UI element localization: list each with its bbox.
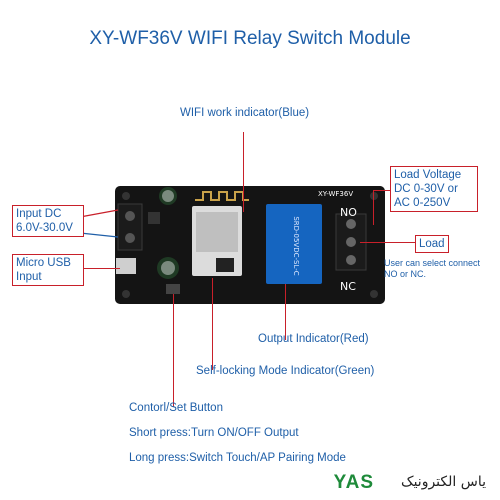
leader-selflock-v — [212, 278, 213, 370]
relay-text: SRD-05VDC-SL-C — [292, 216, 300, 275]
select-note-line1: User can select connect — [384, 258, 481, 268]
brand-logo-latin: YAS — [333, 472, 374, 493]
board-label: XY-WF36V — [318, 190, 353, 198]
leader-load-h — [360, 242, 415, 243]
select-note: User can select connect NO or NC. — [384, 258, 480, 280]
leader-output-v — [285, 284, 286, 340]
input-dc-label: Input DC 6.0V-30.0V — [12, 205, 84, 237]
micro-usb-line1: Micro USB — [16, 257, 71, 269]
leader-usb — [80, 268, 120, 269]
leader-load-voltage-h — [373, 190, 390, 191]
load-label: Load — [415, 235, 449, 253]
micro-usb-label: Micro USB Input — [12, 254, 84, 286]
load-voltage-line3: AC 0-250V — [394, 197, 451, 209]
load-voltage-label: Load Voltage DC 0-30V or AC 0-250V — [390, 166, 478, 212]
micro-usb-line2: Input — [16, 271, 42, 283]
load-voltage-line1: Load Voltage — [394, 169, 462, 181]
load-voltage-line2: DC 0-30V or — [394, 183, 458, 195]
short-press-label: Short press:Turn ON/OFF Output — [129, 427, 299, 439]
terminal-nc-label: NC — [340, 280, 356, 293]
control-button-label: Contorl/Set Button — [129, 402, 223, 414]
terminal-no-label: NO — [340, 206, 357, 219]
long-press-label: Long press:Switch Touch/AP Pairing Mode — [129, 452, 346, 464]
wifi-indicator-label: WIFI work indicator(Blue) — [180, 107, 310, 119]
input-dc-line1: Input DC — [16, 208, 62, 220]
select-note-line2: NO or NC. — [384, 269, 427, 279]
brand-logo-arabic: یاس الکترونیک — [401, 474, 486, 490]
self-locking-label: Self-locking Mode Indicator(Green) — [196, 365, 375, 377]
leader-button-v — [173, 294, 174, 407]
leader-wifi — [243, 132, 244, 212]
input-dc-line2: 6.0V-30.0V — [16, 222, 73, 234]
page-title: XY-WF36V WIFI Relay Switch Module — [89, 28, 411, 49]
output-indicator-label: Output Indicator(Red) — [258, 333, 369, 345]
leader-load-voltage-v — [373, 190, 374, 225]
